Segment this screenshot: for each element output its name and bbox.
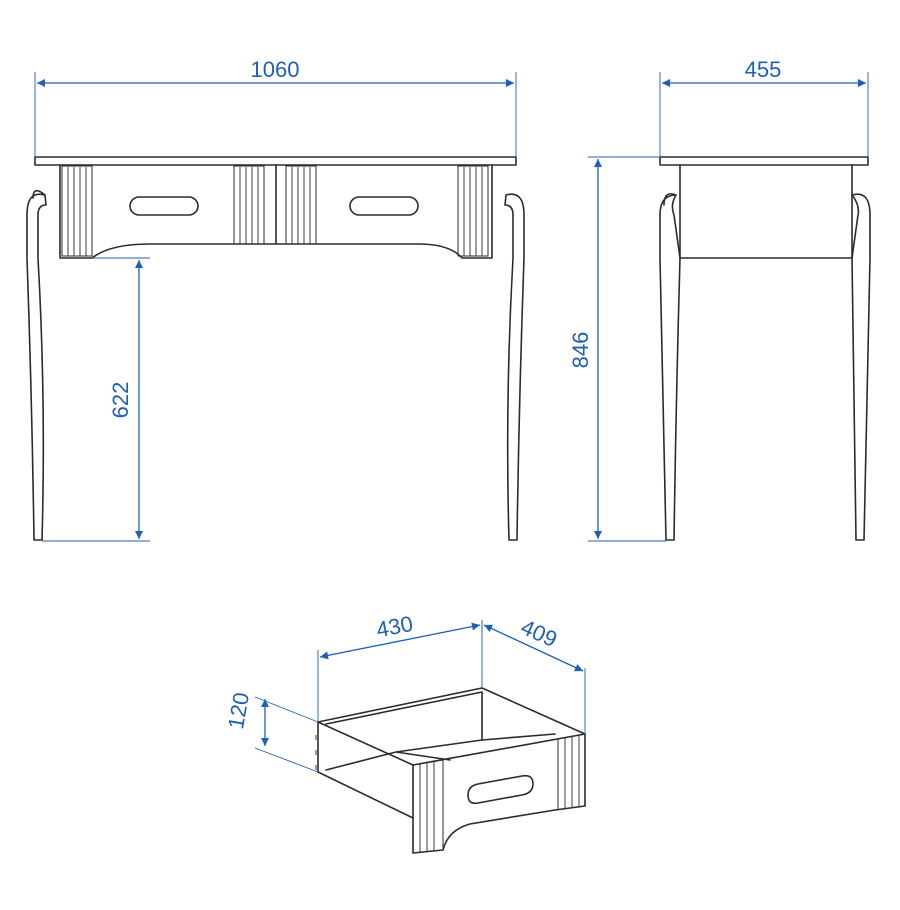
right-drawer-handle xyxy=(349,196,419,216)
leg-clearance-label: 622 xyxy=(108,382,133,419)
side-right-leg xyxy=(851,193,871,541)
drawer-left-side-outer xyxy=(317,721,414,819)
front-left-leg xyxy=(26,189,47,541)
desk-depth-label: 455 xyxy=(745,57,782,82)
desk-height-label: 846 xyxy=(568,332,593,369)
drawer-back-rim xyxy=(317,687,586,735)
side-view: 455 846 xyxy=(568,57,871,542)
drawer-height-label: 120 xyxy=(223,690,254,731)
drawer-floor-edge xyxy=(395,751,451,761)
side-left-leg xyxy=(659,192,681,541)
drawer-left-side-top xyxy=(317,721,414,766)
drawer-depth-label: 409 xyxy=(517,614,561,652)
drawer-floor-back xyxy=(481,733,556,741)
desk-width-label: 1060 xyxy=(251,57,300,82)
side-apron xyxy=(679,164,853,259)
side-tabletop xyxy=(659,156,869,166)
drawer-handle xyxy=(467,774,534,805)
front-view: 1060 622 xyxy=(26,57,525,542)
front-flutes xyxy=(61,165,489,257)
left-drawer-handle xyxy=(129,196,199,216)
drawer-flutes xyxy=(412,735,580,852)
front-tabletop xyxy=(34,156,517,166)
drawer-view: 430 409 120 xyxy=(223,611,586,854)
drawer-front-panel xyxy=(412,733,586,854)
front-right-leg xyxy=(504,193,525,541)
drawer-width-label: 430 xyxy=(374,611,415,643)
